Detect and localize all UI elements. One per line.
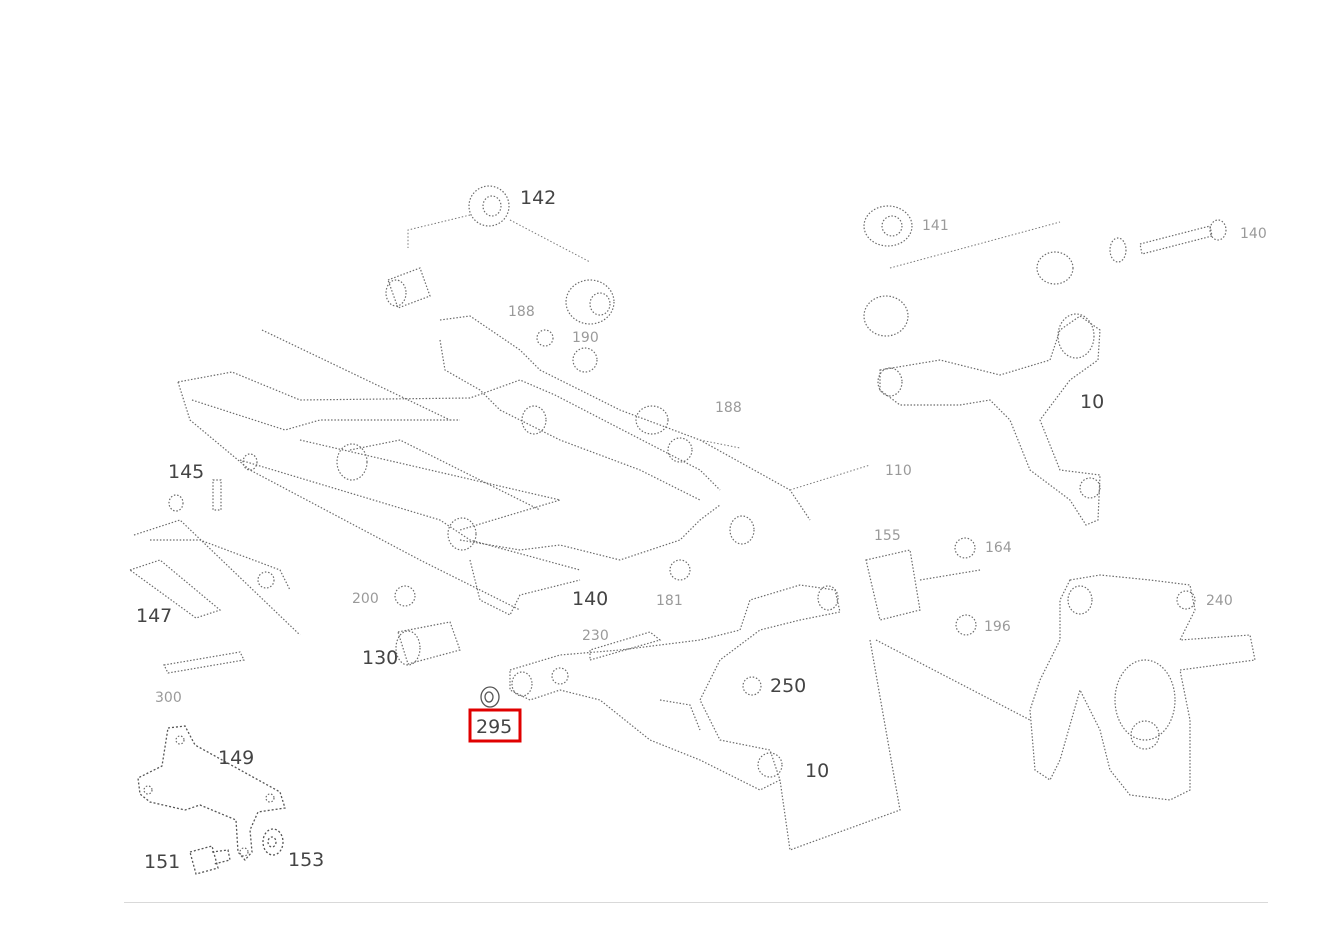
callout-faint-8: 230	[582, 628, 609, 644]
callout-145: 145	[168, 461, 204, 483]
bushing-142[interactable]	[407, 185, 591, 263]
callout-10-lower: 10	[805, 760, 829, 782]
callout-faint-14: 240	[1206, 593, 1233, 609]
callout-faint-10: 140	[1240, 226, 1267, 242]
callout-295[interactable]: 295	[476, 716, 512, 738]
callout-faint-4: 110	[885, 463, 912, 479]
control-arm[interactable]	[509, 584, 841, 791]
bushing-130[interactable]	[395, 621, 461, 666]
callout-140: 140	[572, 588, 608, 610]
bolt-145[interactable]	[212, 479, 222, 511]
callout-faint-2: 190	[572, 330, 599, 346]
bushing-left	[385, 267, 431, 309]
mounting-plate	[779, 639, 901, 851]
nut-icon-4	[742, 676, 762, 696]
upper-bushing-right	[863, 205, 913, 247]
nut-icon-2	[669, 559, 691, 581]
subframe-assembly[interactable]	[177, 315, 811, 616]
part-295-washer[interactable]	[480, 686, 500, 708]
callout-faint-1: 188	[508, 304, 535, 320]
washer-icon	[572, 347, 598, 373]
callout-faint-5: 181	[656, 593, 683, 609]
bracket-149[interactable]	[137, 725, 286, 861]
callout-faint-12: 164	[985, 540, 1012, 556]
nut-icon-5	[954, 537, 976, 559]
bracket-147[interactable]	[128, 494, 301, 636]
callout-153: 153	[288, 849, 324, 871]
footer-divider	[124, 902, 1268, 903]
nut-icon-3	[394, 585, 416, 607]
highlight-box	[468, 708, 522, 743]
callout-10-upper: 10	[1080, 391, 1104, 413]
bushing-right	[565, 279, 615, 325]
bushing-r2	[863, 295, 909, 337]
callout-faint-3: 188	[715, 400, 742, 416]
callout-142: 142	[520, 187, 556, 209]
callout-faint-11: 155	[874, 528, 901, 544]
lead-line-knuckle	[875, 639, 1031, 721]
nut-icon-7	[1176, 590, 1196, 610]
nut-rr	[1209, 219, 1227, 241]
nut-icon	[536, 329, 554, 347]
callout-faint-13: 196	[984, 619, 1011, 635]
nut-153[interactable]	[262, 828, 284, 856]
callout-faint-7: 200	[352, 591, 379, 607]
callout-faint-9: 141	[922, 218, 949, 234]
bushing-rr	[1036, 251, 1074, 285]
bolt-rr	[1139, 225, 1213, 255]
washer-rr	[1109, 237, 1127, 263]
callout-149: 149	[218, 747, 254, 769]
bolt-151[interactable]	[189, 845, 231, 875]
nut-icon-6	[955, 614, 977, 636]
callout-130: 130	[362, 647, 398, 669]
callout-151: 151	[144, 851, 180, 873]
callout-250: 250	[770, 675, 806, 697]
upper-arm-right[interactable]	[877, 313, 1101, 526]
callout-147: 147	[136, 605, 172, 627]
link-mid	[919, 569, 981, 581]
bracket-mid	[865, 549, 921, 621]
long-bolt	[163, 651, 245, 674]
steering-knuckle[interactable]	[1029, 574, 1256, 801]
callout-faint-6: 300	[155, 690, 182, 706]
